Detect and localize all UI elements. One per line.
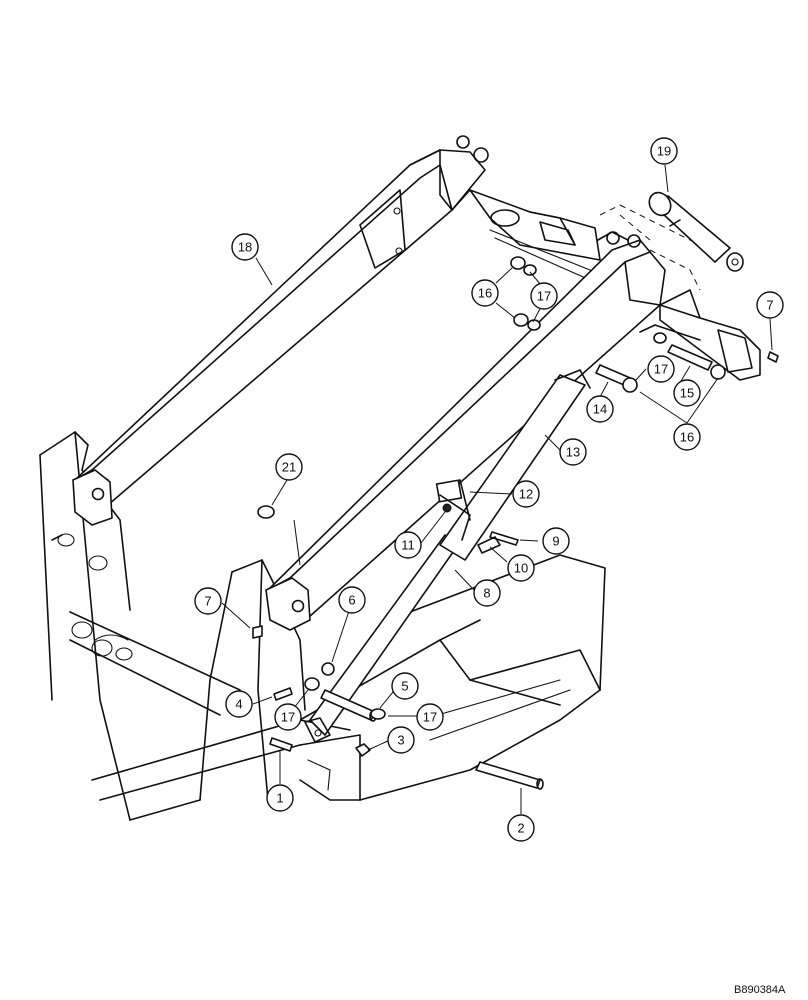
svg-text:17: 17 (654, 362, 668, 377)
svg-text:4: 4 (235, 697, 242, 712)
loader-arm-left (72, 135, 489, 526)
svg-text:9: 9 (552, 534, 559, 549)
callout-3: 3 (387, 726, 415, 754)
svg-text:11: 11 (401, 538, 415, 553)
callout-7-lower: 7 (194, 587, 222, 615)
callout-17-center: 17 (416, 703, 444, 731)
svg-text:5: 5 (401, 679, 408, 694)
callout-12: 12 (512, 480, 540, 508)
svg-text:17: 17 (281, 710, 295, 725)
svg-text:17: 17 (537, 289, 551, 304)
callout-4: 4 (225, 690, 253, 718)
callout-2: 2 (507, 814, 535, 842)
callout-17-upper: 17 (530, 282, 558, 310)
svg-text:18: 18 (238, 240, 252, 255)
svg-text:7: 7 (766, 298, 773, 313)
loader-arm-right (265, 231, 666, 631)
callout-16-right: 16 (673, 423, 701, 451)
svg-text:17: 17 (423, 710, 437, 725)
callout-10: 10 (507, 554, 535, 582)
svg-text:21: 21 (282, 460, 296, 475)
figure-code: B890384A (734, 984, 786, 996)
svg-text:12: 12 (519, 487, 533, 502)
callout-7-upper: 7 (756, 291, 784, 319)
pins (320, 344, 713, 790)
callout-14: 14 (586, 395, 614, 423)
cross-tube (469, 189, 601, 281)
callout-17-left: 17 (274, 703, 302, 731)
svg-text:3: 3 (397, 733, 404, 748)
rear-bracket (619, 204, 761, 381)
svg-text:8: 8 (483, 586, 490, 601)
callout-19: 19 (650, 137, 678, 165)
svg-text:19: 19 (657, 144, 671, 159)
svg-text:14: 14 (593, 402, 607, 417)
svg-text:7: 7 (204, 594, 211, 609)
svg-text:1: 1 (276, 791, 283, 806)
tilt-cylinder (599, 191, 744, 272)
svg-text:2: 2 (517, 821, 524, 836)
hardware (252, 256, 779, 757)
callout-5: 5 (391, 672, 419, 700)
svg-text:16: 16 (478, 286, 492, 301)
svg-text:15: 15 (680, 386, 694, 401)
callout-9: 9 (542, 527, 570, 555)
callout-11: 11 (394, 531, 422, 559)
leader-lines (221, 164, 773, 814)
callout-17-right: 17 (647, 355, 675, 383)
callout-16-upper: 16 (471, 279, 499, 307)
callout-21: 21 (275, 453, 303, 481)
callouts: 1 2 3 4 5 6 7 7 8 9 10 11 12 13 14 15 16… (194, 137, 784, 842)
callout-6: 6 (338, 586, 366, 614)
svg-text:10: 10 (514, 561, 528, 576)
callout-1: 1 (266, 784, 294, 812)
callout-15: 15 (673, 379, 701, 407)
svg-text:16: 16 (680, 430, 694, 445)
svg-text:6: 6 (348, 593, 355, 608)
callout-8: 8 (473, 579, 501, 607)
callout-13: 13 (559, 438, 587, 466)
callout-18: 18 (231, 233, 259, 261)
svg-text:13: 13 (566, 445, 580, 460)
